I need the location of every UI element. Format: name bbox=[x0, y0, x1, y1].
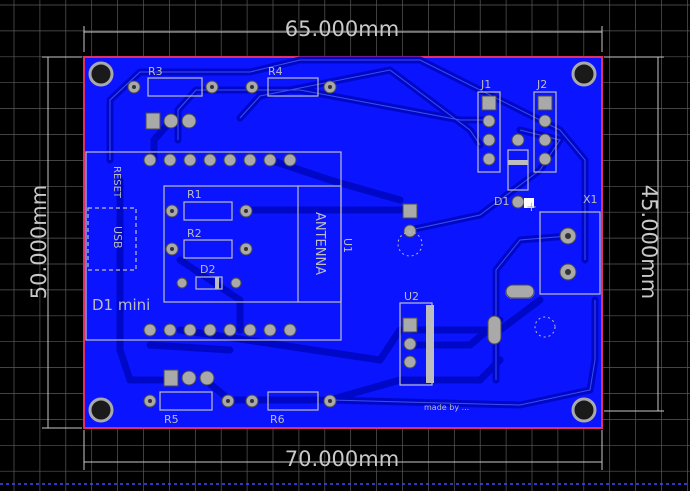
dimension-right: 45.000mm bbox=[637, 185, 661, 299]
label-r1: R1 bbox=[187, 188, 202, 201]
traces-outline bbox=[109, 59, 596, 406]
label-u1: U1 bbox=[341, 238, 354, 253]
u2-heatsink-tab bbox=[426, 305, 434, 383]
label-j1: J1 bbox=[480, 78, 491, 91]
d1-anode-marker bbox=[524, 198, 534, 208]
pad-holes bbox=[132, 85, 571, 403]
label-r2: R2 bbox=[187, 227, 202, 240]
d2-cathode-band bbox=[215, 277, 219, 289]
label-reset: RESET bbox=[111, 166, 122, 199]
label-usb: USB bbox=[111, 226, 124, 249]
label-r5: R5 bbox=[164, 413, 179, 426]
label-d1: D1 bbox=[494, 195, 509, 208]
dashed-markers bbox=[397, 231, 556, 338]
label-r3: R3 bbox=[148, 65, 163, 78]
dimension-top: 65.000mm bbox=[285, 17, 399, 41]
label-u2: U2 bbox=[404, 290, 419, 303]
d1-cathode-band bbox=[508, 160, 528, 165]
label-r4: R4 bbox=[268, 65, 283, 78]
label-j2: J2 bbox=[536, 78, 547, 91]
dimension-lines bbox=[42, 26, 664, 470]
label-r6: R6 bbox=[270, 413, 285, 426]
label-d2: D2 bbox=[200, 263, 215, 276]
label-plus: + bbox=[526, 200, 537, 215]
label-d1mini: D1 mini bbox=[92, 296, 150, 314]
mounting-holes[interactable] bbox=[88, 61, 597, 423]
dimension-left: 50.000mm bbox=[27, 185, 51, 299]
silkscreen bbox=[85, 77, 601, 411]
label-antenna: ANTENNA bbox=[312, 212, 327, 275]
label-footer: made by ... bbox=[424, 403, 469, 412]
label-x1: X1 bbox=[583, 193, 598, 206]
dimension-bottom: 70.000mm bbox=[285, 447, 399, 471]
